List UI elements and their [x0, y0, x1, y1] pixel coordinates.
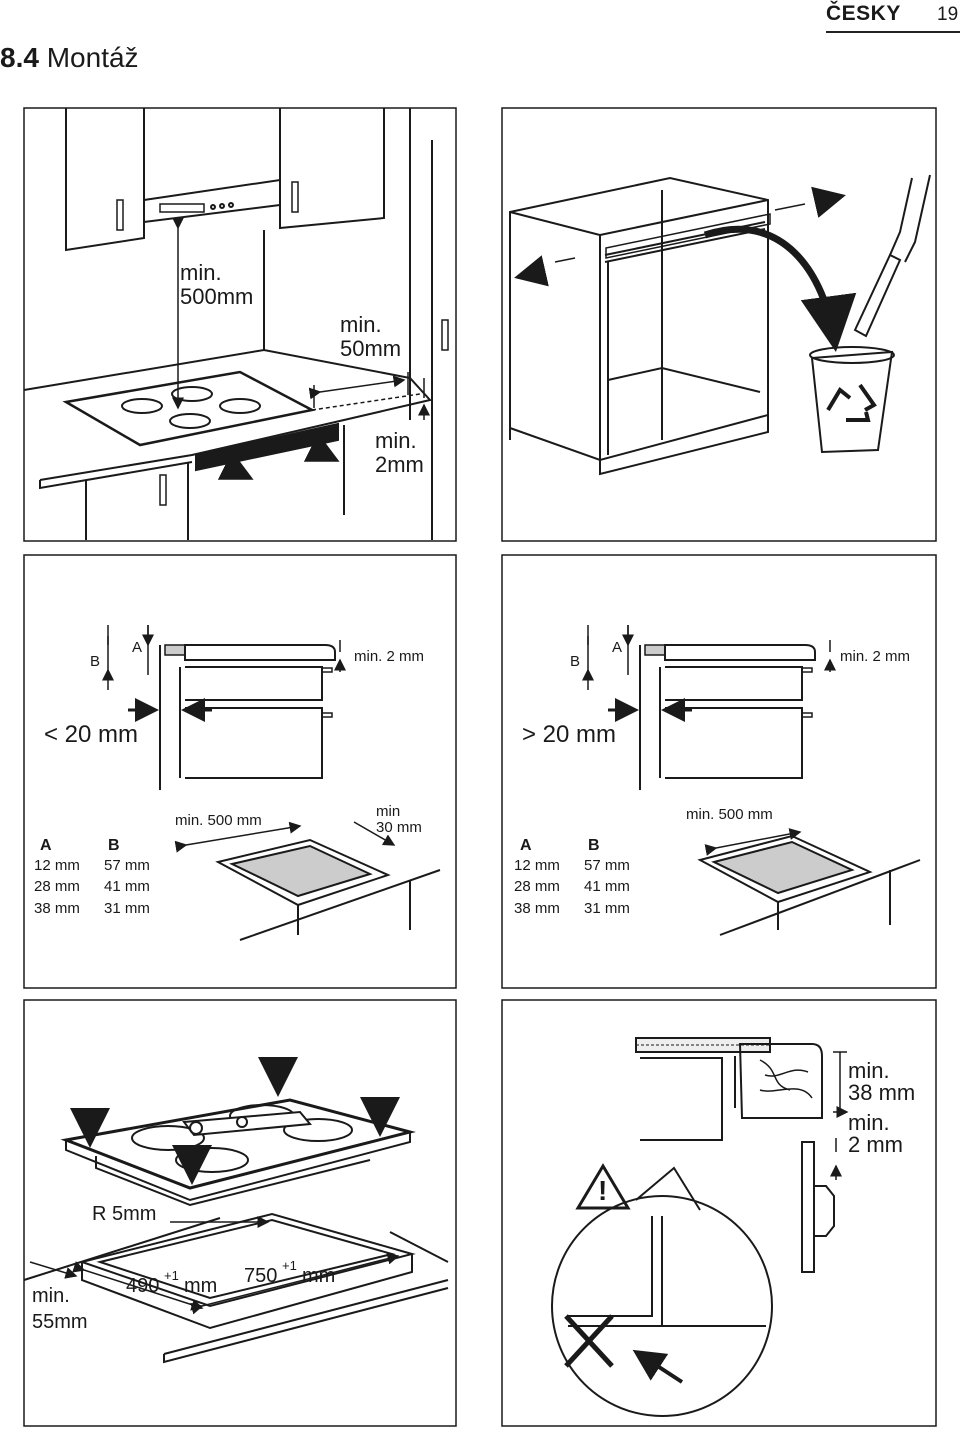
page-number: 19	[937, 4, 959, 25]
p3-label-side: < 20 mm	[44, 721, 138, 748]
p1-label-1: min.	[180, 260, 222, 285]
header-rule	[826, 31, 960, 33]
panel-side-clearance-small	[23, 554, 457, 989]
p4-r1-a: 28 mm	[514, 878, 560, 895]
p3-th-a: A	[40, 837, 52, 854]
p1-label-2b: 50mm	[340, 336, 401, 361]
p3-label-a: A	[132, 639, 142, 656]
p4-r2-b: 31 mm	[584, 900, 630, 917]
panel-cutout-dimensions	[23, 999, 457, 1427]
p6-label-1: min.	[848, 1058, 890, 1083]
p3-label-min30: 30 mm	[376, 819, 422, 836]
p6-label-1b: 38 mm	[848, 1080, 915, 1105]
p4-r1-b: 41 mm	[584, 878, 630, 895]
panel-kitchen-clearances	[23, 107, 457, 542]
p5-unit2: mm	[302, 1265, 335, 1287]
p3-label-min: min	[376, 803, 400, 820]
p3-r1-b: 41 mm	[104, 878, 150, 895]
p4-r2-a: 38 mm	[514, 900, 560, 917]
p3-label-gap: min. 2 mm	[354, 648, 424, 665]
panel-worktop-section	[501, 999, 937, 1427]
p6-label-2b: 2 mm	[848, 1132, 903, 1157]
p5-edge2: 55mm	[32, 1311, 88, 1333]
p4-r0-b: 57 mm	[584, 857, 630, 874]
p4-label-depth: min. 500 mm	[686, 806, 773, 823]
p5-edge1: min.	[32, 1285, 70, 1307]
p3-label-depth: min. 500 mm	[175, 812, 262, 829]
p4-th-a: A	[520, 837, 532, 854]
p4-th-b: B	[588, 837, 600, 854]
section-number: 8.4	[0, 42, 39, 73]
header-language: ČESKY	[826, 2, 901, 25]
panel-side-clearance-large	[501, 554, 937, 989]
section-title: 8.4 Montáž	[0, 42, 139, 74]
p5-w1: 490	[126, 1275, 159, 1297]
p5-dim-750: 750 +1 mm	[244, 1258, 335, 1287]
p3-label-b: B	[90, 653, 100, 670]
p3-r1-a: 28 mm	[34, 878, 80, 895]
section-name: Montáž	[46, 42, 139, 73]
p4-label-a: A	[612, 639, 622, 656]
p6-label-2: min.	[848, 1110, 890, 1135]
p5-w2: 750	[244, 1265, 277, 1287]
p3-r0-b: 57 mm	[104, 857, 150, 874]
p1-label-1b: 500mm	[180, 284, 253, 309]
p5-sup2: +1	[282, 1258, 297, 1273]
p1-label-3b: 2mm	[375, 452, 424, 477]
p5-dim-490: 490 +1 mm	[126, 1268, 217, 1297]
p3-th-b: B	[108, 837, 120, 854]
p5-unit1: mm	[184, 1275, 217, 1297]
p4-r0-a: 12 mm	[514, 857, 560, 874]
p3-r0-a: 12 mm	[34, 857, 80, 874]
p4-label-gap: min. 2 mm	[840, 648, 910, 665]
p3-r2-b: 31 mm	[104, 900, 150, 917]
panel-cabinet-rail-removal	[501, 107, 937, 542]
p6-warning-mark: !	[598, 1175, 607, 1206]
p5-label-radius: R 5mm	[92, 1203, 156, 1225]
p4-label-side: > 20 mm	[522, 721, 616, 748]
p4-label-b: B	[570, 653, 580, 670]
p5-sup1: +1	[164, 1268, 179, 1283]
p1-label-2: min.	[340, 312, 382, 337]
p1-label-3: min.	[375, 428, 417, 453]
p3-r2-a: 38 mm	[34, 900, 80, 917]
